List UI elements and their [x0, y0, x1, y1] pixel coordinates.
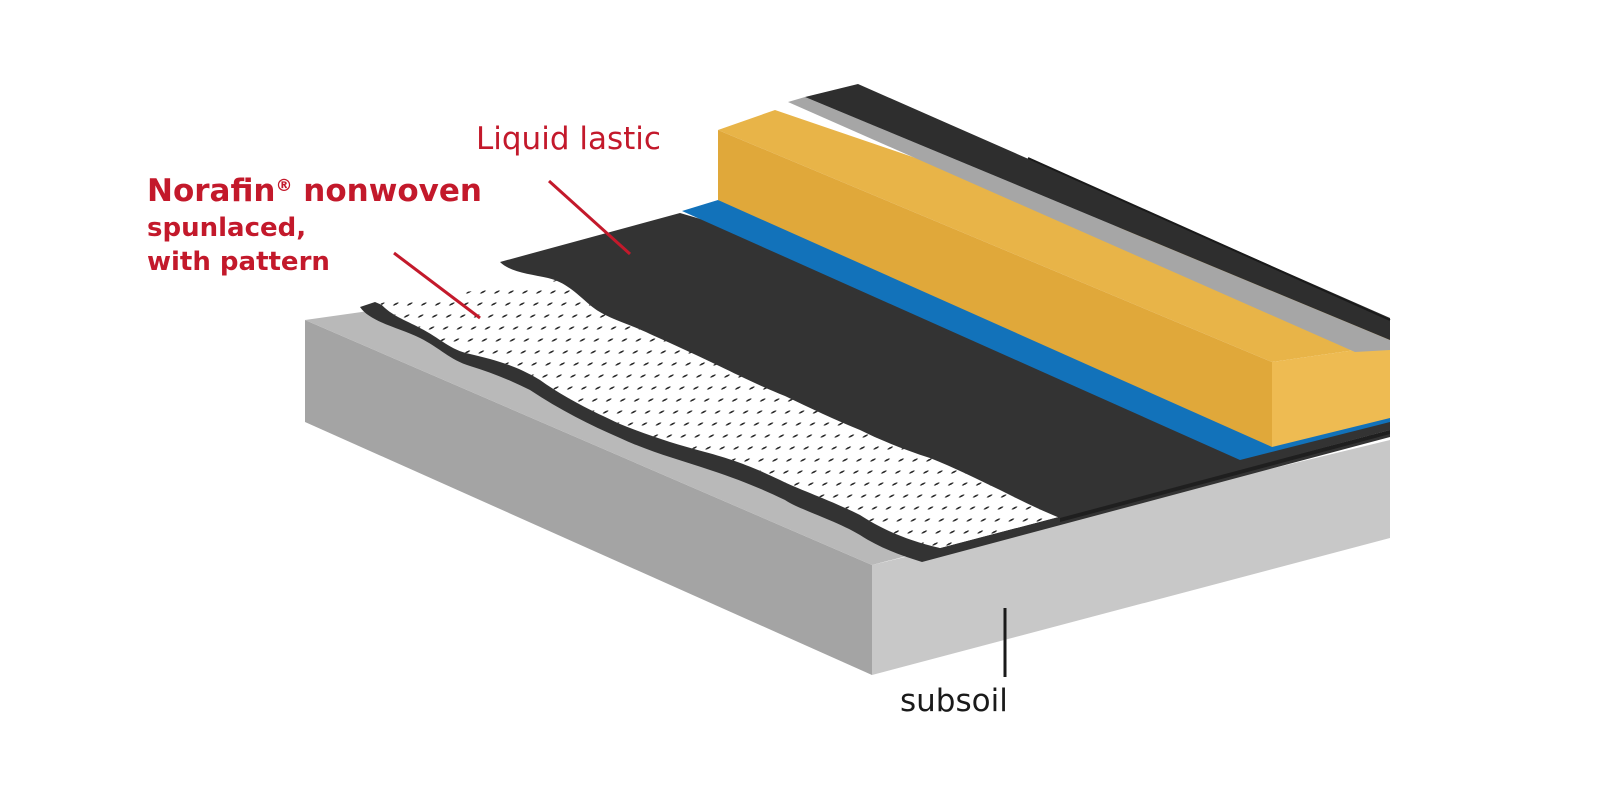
- insulation-top-face: [718, 110, 1390, 362]
- insulation-side-face: [718, 130, 1272, 447]
- with-pattern-label: with pattern: [147, 247, 330, 277]
- subsoil-side-face: [305, 320, 872, 675]
- norafin-label: Norafin® nonwoven: [147, 176, 482, 207]
- top-membrane-edge: [788, 97, 1390, 352]
- top-membrane-sheet: [805, 84, 1390, 340]
- subsoil-front-face: [872, 440, 1390, 675]
- insulation-front-face: [1272, 345, 1390, 447]
- insulation-block: [718, 110, 1390, 447]
- subsoil-label: subsoil: [900, 683, 1008, 719]
- registered-mark: ®: [275, 176, 293, 196]
- norafin-brand: Norafin: [147, 173, 276, 209]
- liquid-lastic-leader-line: [547, 179, 632, 256]
- spunlaced-label: spunlaced,: [147, 213, 307, 243]
- liquid-lastic-edge: [1060, 430, 1390, 522]
- top-membrane: [788, 84, 1391, 352]
- norafin-leader-line: [393, 251, 481, 320]
- liquid-lastic-layer: [500, 213, 1390, 518]
- top-membrane-highlight: [1027, 157, 1391, 321]
- liquid-lastic-label: Liquid lastic: [476, 121, 661, 157]
- norafin-nonwoven-text: nonwoven: [292, 173, 482, 209]
